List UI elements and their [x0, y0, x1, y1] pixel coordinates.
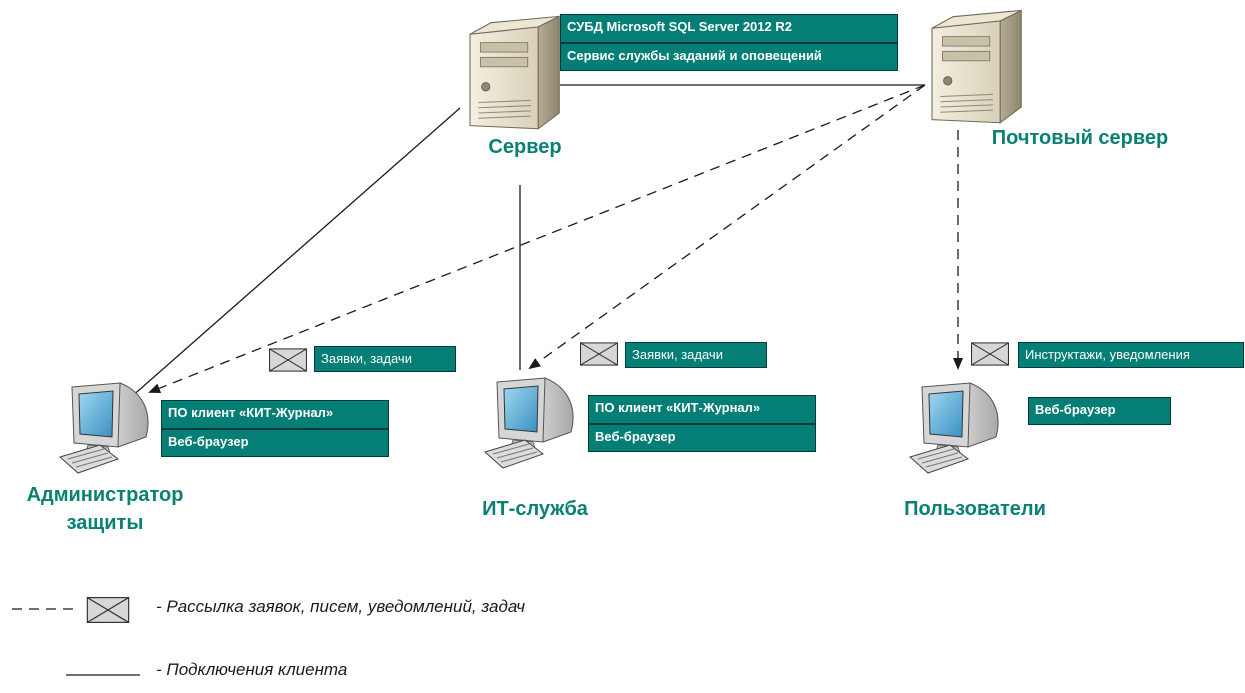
admin-title-line2: защиты: [66, 512, 144, 534]
admin-title-line1: Администратор: [26, 484, 184, 506]
mailing-lines: [148, 84, 963, 393]
users-message-label: Инструктажи, уведомления: [1018, 342, 1244, 368]
mailing-mail-to-admin: [148, 84, 926, 393]
admin-message-label: Заявки, задачи: [314, 346, 456, 372]
users-workstation-icon: [909, 382, 999, 474]
legend-connection-text: - Подключения клиента: [156, 660, 348, 679]
mailing-mail-to-it: [528, 84, 926, 370]
it-module-browser: Веб-браузер: [588, 424, 816, 452]
admin-workstation-icon: [59, 382, 149, 474]
admin-module-browser: Веб-браузер: [161, 429, 389, 457]
server-module-dbms: СУБД Microsoft SQL Server 2012 R2: [560, 14, 898, 43]
it-workstation-icon: [484, 377, 574, 469]
connection-server-admin: [129, 107, 461, 399]
legend-envelope-icon: [86, 597, 130, 623]
server-title: Сервер: [488, 136, 562, 158]
client-connections: [129, 84, 925, 399]
server-module-job-service: Сервис службы заданий и оповещений: [560, 43, 898, 71]
it-module-client: ПО клиент «КИТ-Журнал»: [588, 395, 816, 424]
envelope-icon: [580, 342, 618, 366]
it-service-title: ИТ-служба: [482, 498, 588, 520]
legend-mailing-text: - Рассылка заявок, писем, уведомлений, з…: [156, 597, 526, 616]
server-tower-icon: [469, 15, 560, 130]
envelope-icon: [269, 348, 307, 372]
mail-server-tower-icon: [931, 9, 1022, 124]
mail-server-title: Почтовый сервер: [991, 127, 1169, 149]
envelope-icon: [971, 342, 1009, 366]
users-title: Пользователи: [904, 498, 1046, 520]
admin-module-client: ПО клиент «КИТ-Журнал»: [161, 400, 389, 429]
it-message-label: Заявки, задачи: [625, 342, 767, 368]
users-module-browser: Веб-браузер: [1028, 397, 1171, 425]
legend: [12, 597, 140, 676]
